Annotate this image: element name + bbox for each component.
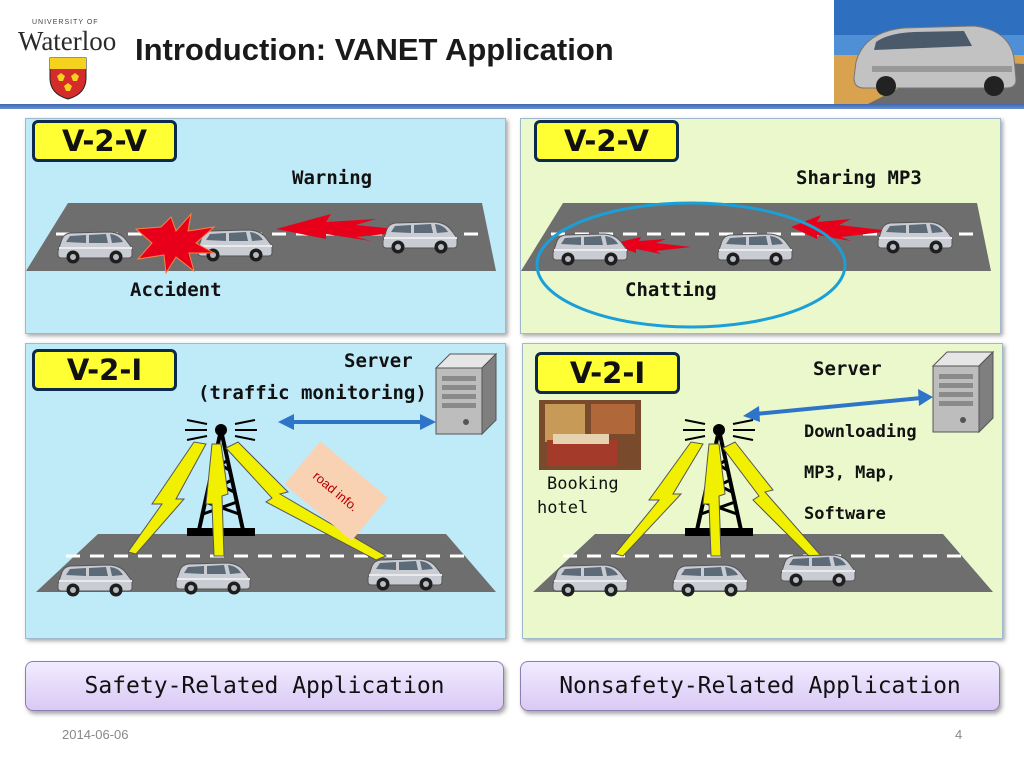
car-photo (834, 0, 1024, 106)
warning-signal (276, 214, 416, 241)
v2i-safety-scene (36, 353, 497, 597)
hotel-label: hotel (537, 498, 589, 518)
server-label: Server (813, 358, 882, 380)
v2i-badge: V-2-I (32, 349, 177, 391)
university-name: Waterloo (18, 26, 117, 56)
slide-number: 4 (955, 727, 963, 742)
server-label: Server (344, 350, 413, 372)
v2v-safety-scene (26, 203, 496, 275)
server-icon (435, 353, 497, 435)
chatting-label: Chatting (625, 279, 717, 301)
booking-label: Booking (547, 474, 619, 494)
lightning-icon (702, 443, 726, 557)
chat-group-ellipse (535, 201, 847, 329)
accident-label: Accident (130, 279, 222, 301)
safety-application-button[interactable]: Safety-Related Application (25, 661, 504, 711)
lightning-icon (205, 443, 229, 557)
panel-v2v-nonsafety: V-2-V Sharing MP3 Chatting (520, 118, 1001, 334)
university-label: UNIVERSITY OF (32, 19, 99, 26)
header-divider (0, 104, 1024, 109)
downloading-software-label: Software (804, 504, 886, 524)
chat-signal (611, 237, 691, 254)
explosion-icon (134, 212, 216, 275)
v2i-nonsafety-scene (533, 351, 994, 597)
slide-date: 2014-06-06 (62, 727, 129, 742)
panel-v2i-nonsafety: V-2-I Server Downloading MP3, Map, Softw… (522, 343, 1003, 639)
v2v-badge: V-2-V (32, 120, 177, 162)
lightning-icon (127, 441, 207, 555)
university-crest (49, 57, 87, 100)
downloading-label: Downloading (804, 422, 917, 442)
v2i-badge: V-2-I (535, 352, 680, 394)
v2v-nonsafety-scene (521, 201, 991, 329)
downloading-items-label: MP3, Map, (804, 463, 897, 483)
lightning-icon (614, 441, 704, 557)
lightning-icon (225, 441, 388, 561)
slide-title: Introduction: VANET Application (135, 32, 614, 67)
server-icon (932, 351, 994, 433)
nonsafety-application-button[interactable]: Nonsafety-Related Application (520, 661, 1000, 711)
traffic-monitoring-label: (traffic monitoring) (198, 382, 427, 404)
mp3-signal (791, 215, 891, 241)
sharing-mp3-label: Sharing MP3 (796, 167, 922, 189)
warning-label: Warning (292, 167, 373, 189)
panel-v2v-safety: V-2-V Warning Accident (25, 118, 506, 334)
panel-v2i-safety: V-2-I Server (traffic monitoring) (25, 343, 506, 639)
v2v-badge: V-2-V (534, 120, 679, 162)
